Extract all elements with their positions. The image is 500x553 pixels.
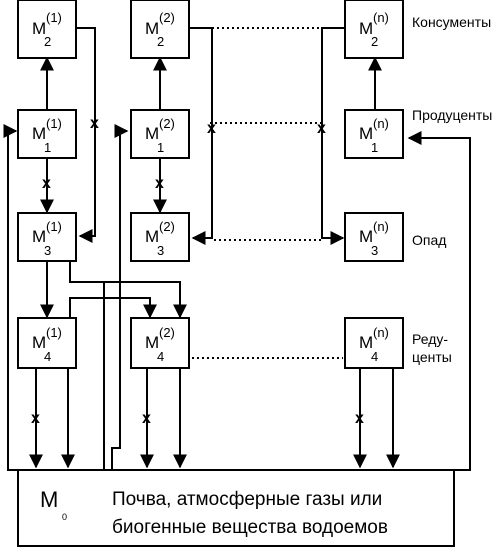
node-m1_2: M (1) 2 <box>17 0 77 59</box>
node-m2_1: M (2) 1 <box>130 109 190 159</box>
node-mn_2: M (n) 2 <box>344 0 404 59</box>
svg-text:биогенные вещества водоемов: биогенные вещества водоемов <box>112 517 388 538</box>
svg-text:(n): (n) <box>373 10 389 25</box>
edge-m1_3-to-m2_4 <box>69 261 187 319</box>
svg-text:3: 3 <box>44 243 51 258</box>
svg-text:(2): (2) <box>159 325 175 340</box>
svg-text:M: M <box>359 333 373 352</box>
edge-m0-to-mn_1 <box>407 131 471 471</box>
label-reducers-1: Реду- <box>412 331 448 347</box>
svg-text:M: M <box>32 124 46 143</box>
svg-text:4: 4 <box>371 349 378 364</box>
svg-text:(1): (1) <box>46 116 62 131</box>
svg-text:(n): (n) <box>373 325 389 340</box>
svg-text:1: 1 <box>157 140 164 155</box>
svg-text:M: M <box>32 333 46 352</box>
svg-text:2: 2 <box>157 34 164 49</box>
svg-text:M: M <box>145 124 159 143</box>
svg-text:3: 3 <box>157 243 164 258</box>
svg-text:M: M <box>145 19 159 38</box>
x-marker: x <box>90 115 99 132</box>
svg-text:2: 2 <box>371 34 378 49</box>
node-m1_4: M (1) 4 <box>17 317 77 369</box>
svg-text:2: 2 <box>44 34 51 49</box>
edge-m1_4-to-m2_4 <box>69 297 157 319</box>
x-marker: x <box>42 175 51 192</box>
node-mn_3: M (n) 3 <box>344 212 404 262</box>
x-markers: x x x x x x x x <box>31 115 364 427</box>
svg-text:M: M <box>145 333 159 352</box>
svg-text:M: M <box>145 227 159 246</box>
x-marker: x <box>155 175 164 192</box>
svg-text:1: 1 <box>371 140 378 155</box>
edge-m2_2-to-m2_3 <box>189 27 213 245</box>
svg-text:M: M <box>359 124 373 143</box>
node-m2_3: M (2) 3 <box>130 212 190 262</box>
svg-text:Почва, атмосферные газы или: Почва, атмосферные газы или <box>112 489 382 510</box>
node-m1_1: M (1) 1 <box>17 109 77 159</box>
x-marker: x <box>31 410 40 427</box>
svg-text:M: M <box>359 19 373 38</box>
dotted-connectors <box>192 27 343 359</box>
edge-m0-to-m1_1 <box>3 124 18 471</box>
svg-text:M: M <box>32 19 46 38</box>
label-producers: Продуценты <box>412 107 492 123</box>
x-marker: x <box>142 410 151 427</box>
node-m1_3: M (1) 3 <box>17 212 77 262</box>
svg-text:4: 4 <box>44 349 51 364</box>
svg-text:M: M <box>40 487 58 512</box>
label-reducers-2: центы <box>412 349 452 365</box>
svg-text:M: M <box>32 227 46 246</box>
node-m0-pool: M 0 Почва, атмосферные газы или биогенны… <box>17 469 455 547</box>
svg-text:M: M <box>359 227 373 246</box>
node-m2_2: M (2) 2 <box>130 0 190 59</box>
svg-text:(1): (1) <box>46 10 62 25</box>
svg-text:1: 1 <box>44 140 51 155</box>
x-marker: x <box>207 120 216 137</box>
label-consumers: Консументы <box>412 14 491 30</box>
edge-m1_2-to-m1_3 <box>76 27 96 243</box>
x-marker: x <box>317 120 326 137</box>
svg-text:0: 0 <box>62 512 67 522</box>
node-m2_4: M (2) 4 <box>130 317 190 369</box>
svg-text:(1): (1) <box>46 325 62 340</box>
svg-text:3: 3 <box>371 243 378 258</box>
node-mn_1: M (n) 1 <box>344 109 404 159</box>
svg-text:4: 4 <box>157 349 164 364</box>
svg-text:(1): (1) <box>46 219 62 234</box>
edge-m0-to-m2_1 <box>111 124 129 470</box>
edge-mn_2-to-mn_3 <box>321 27 345 245</box>
svg-text:(n): (n) <box>373 116 389 131</box>
x-marker: x <box>355 410 364 427</box>
svg-text:(2): (2) <box>159 116 175 131</box>
node-mn_4: M (n) 4 <box>344 317 404 369</box>
svg-text:(n): (n) <box>373 219 389 234</box>
label-litter: Опад <box>412 232 446 248</box>
svg-text:(2): (2) <box>159 10 175 25</box>
svg-text:(2): (2) <box>159 219 175 234</box>
